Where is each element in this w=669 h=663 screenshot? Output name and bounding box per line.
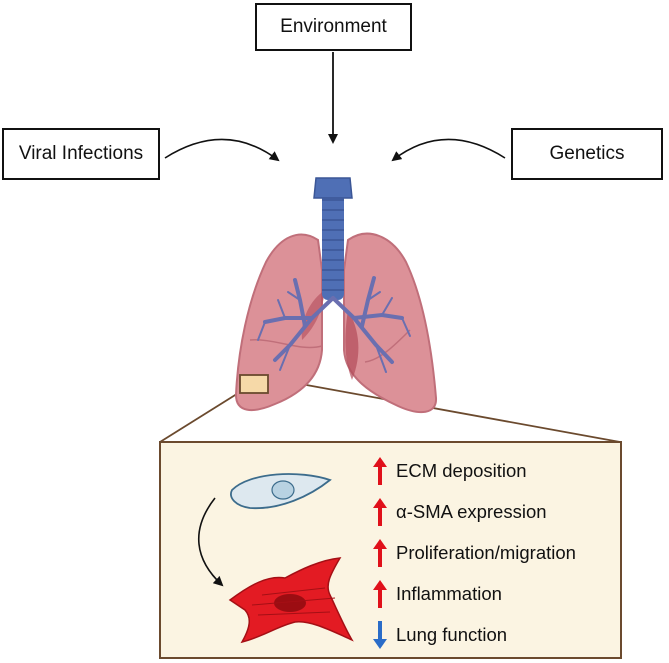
- effect-label: α-SMA expression: [396, 500, 547, 522]
- lungs-illustration: [234, 177, 438, 414]
- genetics-arrow: [391, 138, 506, 162]
- genetics-box: Genetics: [511, 128, 663, 180]
- myofibroblast-cell: [228, 557, 354, 644]
- effects-list: ECM deposition α-SMA expression Prolifer…: [372, 450, 662, 655]
- effect-label: Lung function: [396, 623, 508, 645]
- effect-row-lung-function: Lung function: [372, 614, 662, 655]
- effect-row-inflammation: Inflammation: [372, 573, 662, 614]
- detail-panel: [159, 441, 622, 659]
- arrow-up-icon: [373, 497, 387, 526]
- effect-row-ecm: ECM deposition: [372, 450, 662, 491]
- effect-label: Proliferation/migration: [396, 541, 576, 563]
- arrow-up-icon: [373, 456, 387, 485]
- zoom-line-right: [267, 377, 621, 443]
- environment-box: Environment: [255, 3, 412, 51]
- zoom-line-left: [159, 391, 241, 443]
- effect-row-asma: α-SMA expression: [372, 491, 662, 532]
- larynx: [313, 177, 353, 199]
- arrow-up-icon: [373, 538, 387, 567]
- arrow-down-icon: [373, 620, 387, 649]
- environment-label: Environment: [280, 16, 387, 37]
- arrow-up-icon: [373, 579, 387, 608]
- trachea: [322, 190, 344, 300]
- viral-infections-box: Viral Infections: [2, 128, 160, 180]
- viral-arrow: [164, 138, 280, 162]
- effect-label: ECM deposition: [396, 459, 527, 481]
- right-lung: [343, 232, 438, 414]
- transition-arrow: [197, 497, 224, 587]
- fibroblast-cell: [230, 473, 332, 510]
- effect-label: Inflammation: [396, 582, 502, 604]
- effect-row-proliferation: Proliferation/migration: [372, 532, 662, 573]
- viral-infections-label: Viral Infections: [18, 143, 144, 164]
- left-lung: [234, 233, 323, 412]
- genetics-label: Genetics: [549, 143, 625, 164]
- zoom-source-box: [239, 374, 269, 394]
